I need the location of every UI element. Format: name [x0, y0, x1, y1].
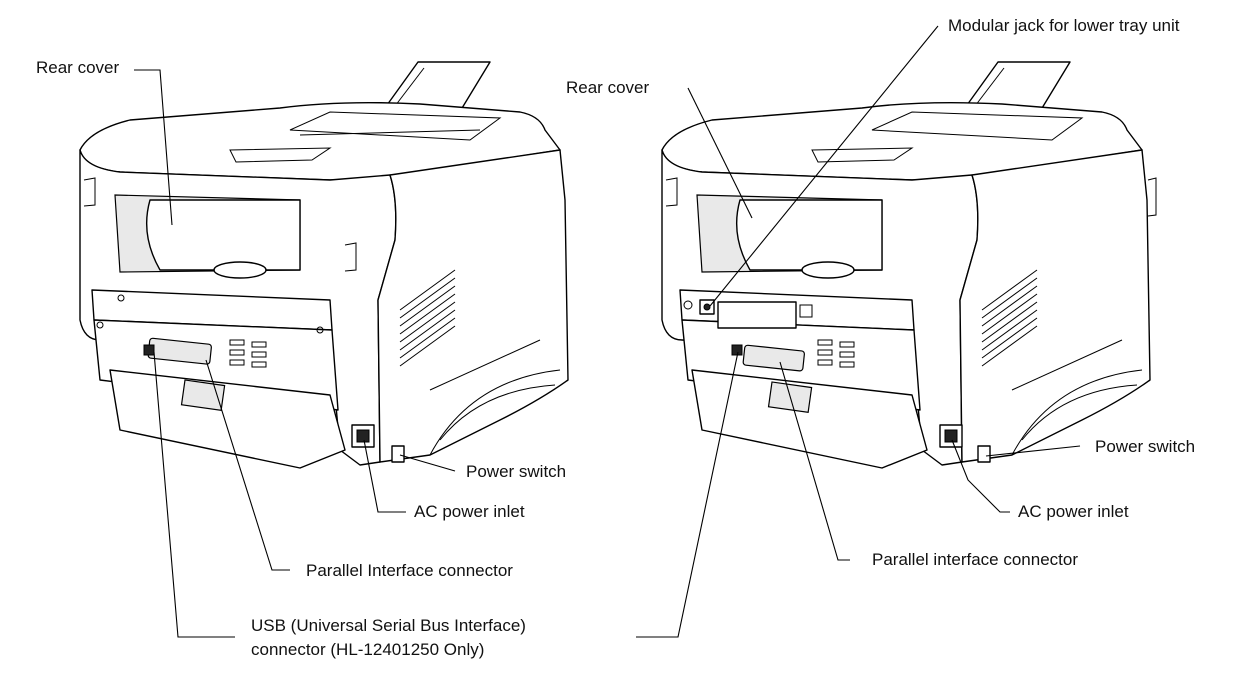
- right-rear-cover-label: Rear cover: [566, 78, 650, 97]
- left-rear-cover-label: Rear cover: [36, 58, 120, 77]
- right-modular-jack-label: Modular jack for lower tray unit: [948, 16, 1180, 35]
- right-power-switch: [977, 445, 991, 463]
- left-ac-inlet-label: AC power inlet: [414, 502, 525, 521]
- usb-connector-label-line2: connector (HL-12401250 Only): [251, 640, 485, 659]
- right-lower-tray: [691, 369, 928, 469]
- right-option-board: [717, 301, 797, 329]
- left-power-switch-label: Power switch: [466, 462, 567, 481]
- left-parallel-connector-label: Parallel Interface connector: [306, 561, 513, 580]
- right-side-vent: [981, 269, 1038, 367]
- left-side-vent: [399, 269, 456, 367]
- leader-lines: [134, 25, 1081, 638]
- right-side-panel: [959, 149, 1151, 463]
- left-power-switch: [391, 445, 405, 463]
- left-usb-port: [143, 344, 155, 356]
- right-parallel-connector: [742, 344, 805, 372]
- usb-connector-label-line1: USB (Universal Serial Bus Interface): [251, 616, 526, 635]
- right-usb-port: [731, 344, 743, 356]
- right-parallel-connector-label: Parallel interface connector: [872, 550, 1079, 569]
- left-rear-cover: [145, 199, 301, 271]
- left-rear-vents: [229, 339, 267, 368]
- right-rear-cover: [735, 199, 883, 271]
- right-rear-vents: [817, 339, 855, 368]
- right-ac-inlet-label: AC power inlet: [1018, 502, 1129, 521]
- left-printer: [79, 61, 569, 469]
- left-side-panel: [377, 149, 569, 463]
- right-power-switch-label: Power switch: [1095, 437, 1196, 456]
- right-printer: [661, 61, 1157, 469]
- left-lower-tray: [109, 369, 346, 469]
